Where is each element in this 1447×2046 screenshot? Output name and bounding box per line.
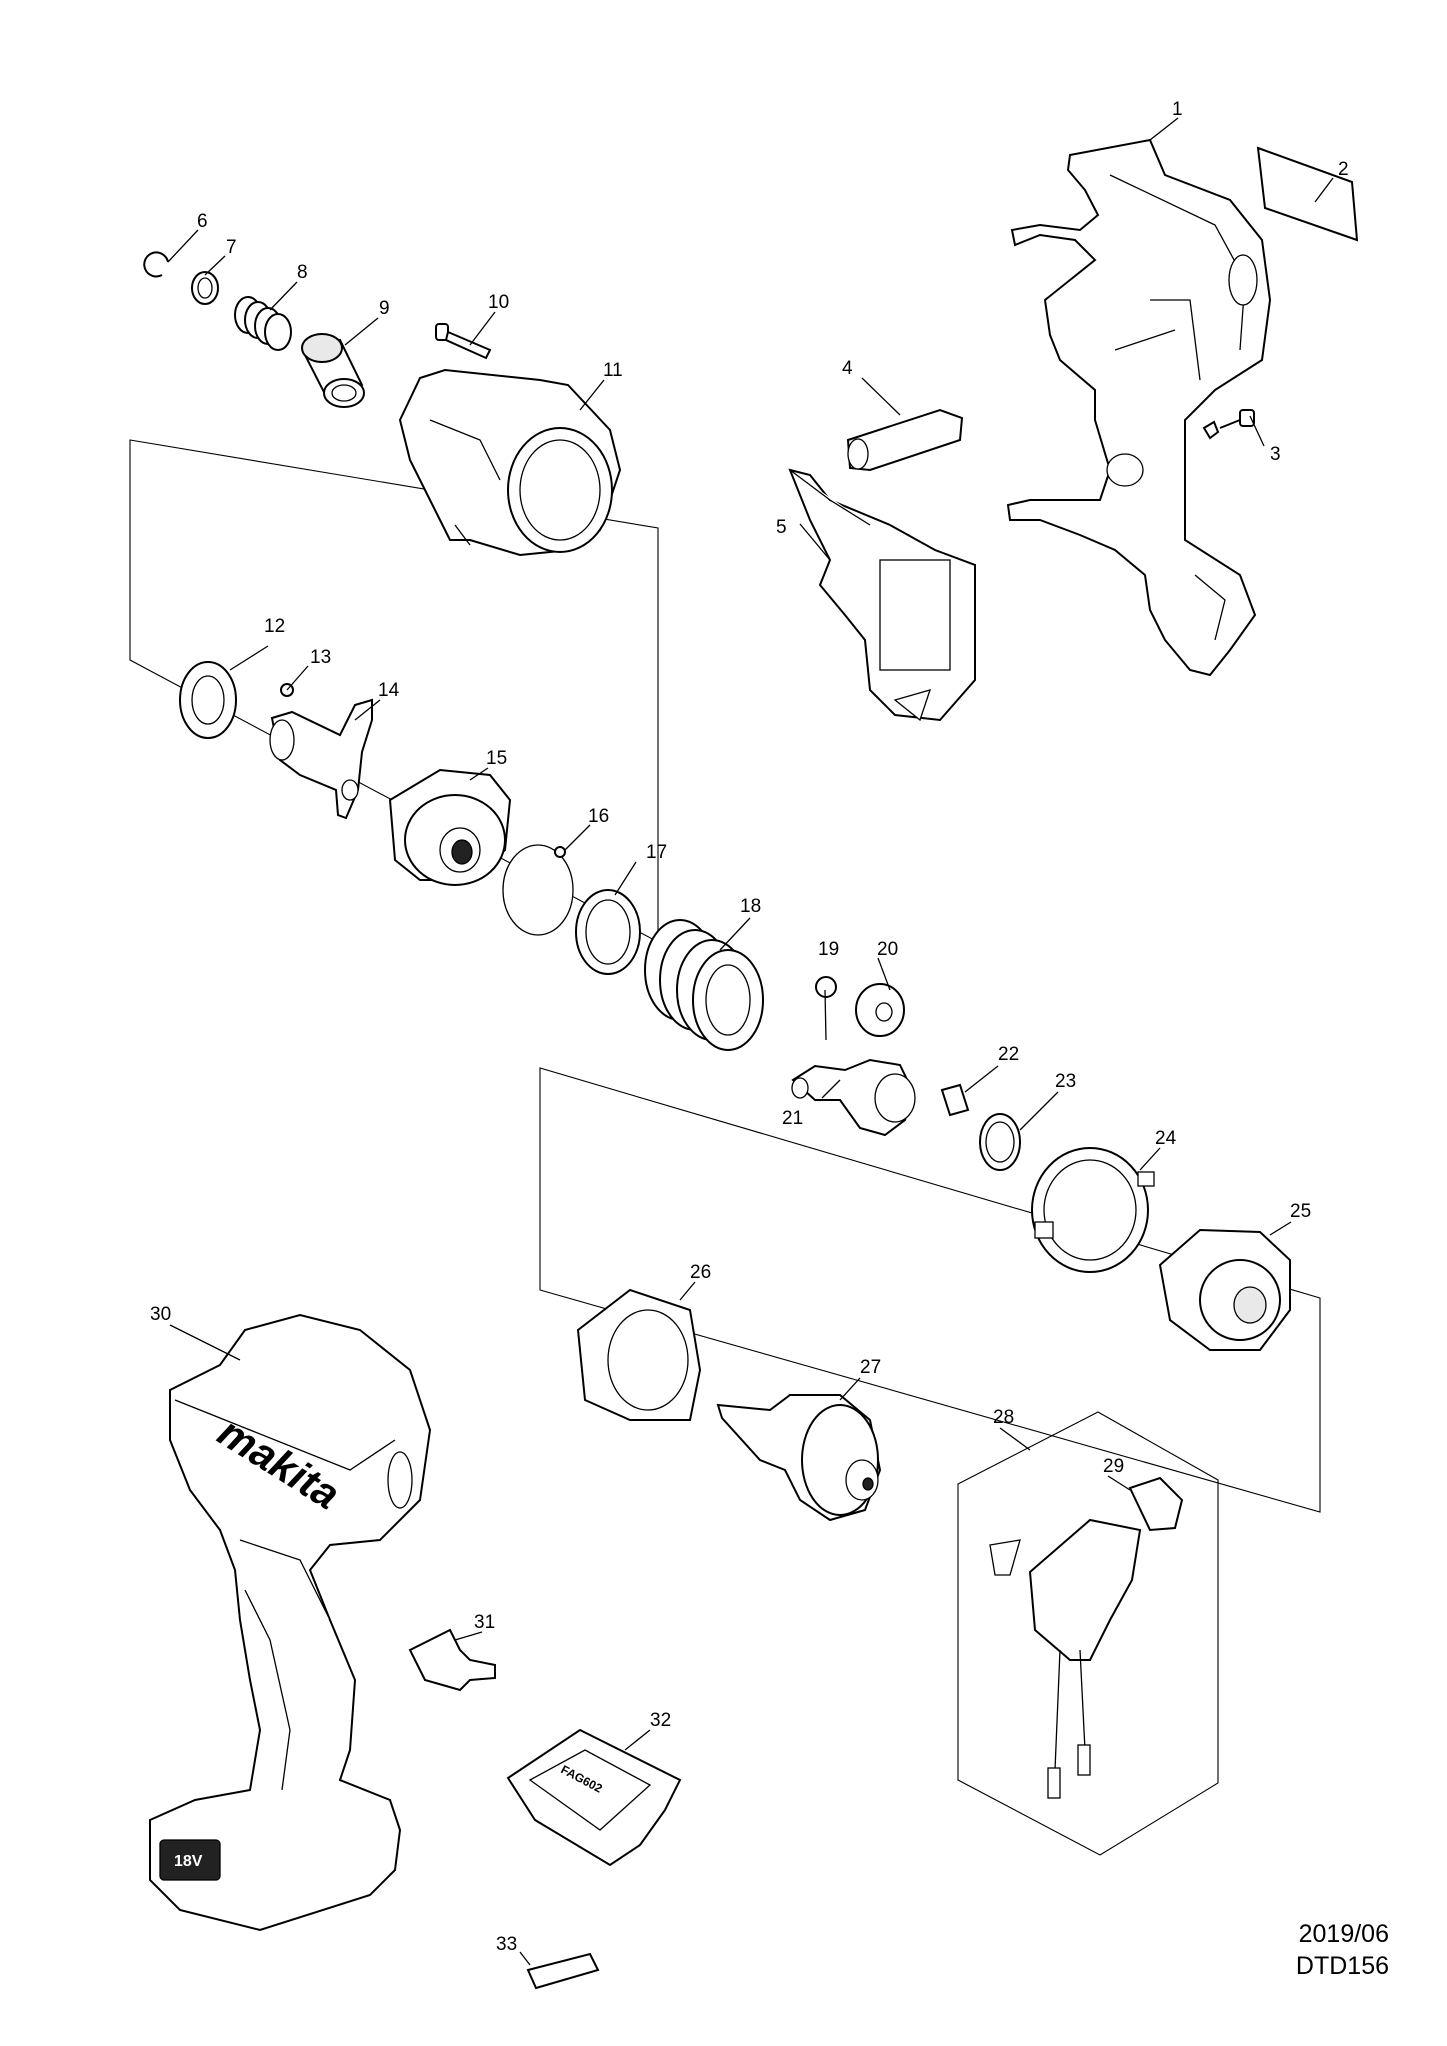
part-2-label — [1256, 146, 1359, 242]
part-9-sleeve — [301, 333, 365, 408]
part-label-11: 11 — [603, 360, 623, 381]
part-22-pin — [940, 1083, 970, 1117]
part-12-washer — [179, 661, 237, 739]
part-label-9: 9 — [379, 298, 390, 319]
part-10-screw — [435, 323, 492, 360]
battery-voltage-label: 18V — [174, 1853, 203, 1870]
part-label-16: 16 — [588, 806, 609, 827]
part-label-26: 26 — [690, 1262, 711, 1283]
part-label-21: 21 — [782, 1108, 803, 1129]
part-5-switch — [788, 468, 976, 722]
part-label-10: 10 — [488, 292, 509, 313]
part-label-31: 31 — [474, 1612, 495, 1633]
part-24-internal-gear — [1031, 1147, 1155, 1273]
part-17-washer — [575, 889, 641, 975]
part-3-screw — [1202, 409, 1255, 440]
part-21-spindle — [791, 1058, 916, 1137]
part-4-cap — [846, 408, 964, 472]
part-23-ring — [979, 1113, 1021, 1171]
part-label-17: 17 — [646, 842, 667, 863]
part-27-rotor — [716, 1394, 882, 1522]
switch-board-group-box — [957, 1411, 1219, 1856]
part-label-14: 14 — [378, 680, 400, 701]
part-19-steel-ball — [815, 976, 837, 998]
part-label-2: 2 — [1338, 159, 1349, 180]
part-label-33: 33 — [496, 1934, 517, 1955]
part-label-32: 32 — [650, 1710, 671, 1731]
part-label-3: 3 — [1270, 444, 1281, 465]
part-label-27: 27 — [860, 1357, 881, 1378]
part-16-washer — [502, 844, 574, 936]
part-label-24: 24 — [1155, 1128, 1177, 1149]
part-label-30: 30 — [150, 1304, 171, 1325]
part-18-compression-spring — [644, 919, 764, 1051]
part-31-terminal — [408, 1628, 496, 1692]
part-25-bearing-retainer — [1158, 1228, 1291, 1351]
part-1-housing — [1006, 138, 1272, 677]
part-label-6: 6 — [197, 211, 208, 232]
part-label-4: 4 — [842, 358, 853, 379]
part-label-20: 20 — [877, 939, 898, 960]
part-20-spur-gear — [855, 983, 905, 1037]
model-number: DTD156 — [1295, 1952, 1389, 1980]
part-label-18: 18 — [740, 896, 761, 917]
part-number-labels: 1 2 3 4 5 6 7 8 9 10 11 12 13 14 15 16 1… — [150, 99, 1349, 1955]
part-15-hammer — [388, 768, 512, 886]
part-label-12: 12 — [264, 616, 285, 637]
part-14-anvil — [269, 698, 373, 820]
part-28-switch-board — [989, 1518, 1142, 1799]
part-label-15: 15 — [486, 748, 507, 769]
part-33-label — [526, 1952, 600, 1990]
part-label-7: 7 — [226, 237, 237, 258]
part-6-retaining-ring — [143, 251, 169, 278]
part-11-hammer-case — [398, 368, 622, 557]
part-26-baffle-ring — [576, 1288, 702, 1421]
part-label-29: 29 — [1103, 1456, 1124, 1477]
part-label-19: 19 — [818, 939, 839, 960]
part-label-13: 13 — [310, 647, 331, 668]
part-label-22: 22 — [998, 1044, 1019, 1065]
part-29-clip — [1128, 1476, 1184, 1532]
part-7-washer — [191, 271, 219, 305]
leader-lines — [167, 117, 1334, 1966]
part-label-5: 5 — [776, 517, 787, 538]
part-label-23: 23 — [1055, 1071, 1076, 1092]
part-label-8: 8 — [297, 262, 308, 283]
part-label-1: 1 — [1172, 99, 1183, 120]
diagram-date: 2019/06 — [1298, 1920, 1389, 1948]
part-label-28: 28 — [993, 1407, 1014, 1428]
part-32-cover: FAG602 — [506, 1728, 682, 1867]
part-30-housing-left: 18V makita — [149, 1313, 432, 1932]
part-8-spring — [234, 296, 292, 351]
part-label-25: 25 — [1290, 1201, 1311, 1222]
